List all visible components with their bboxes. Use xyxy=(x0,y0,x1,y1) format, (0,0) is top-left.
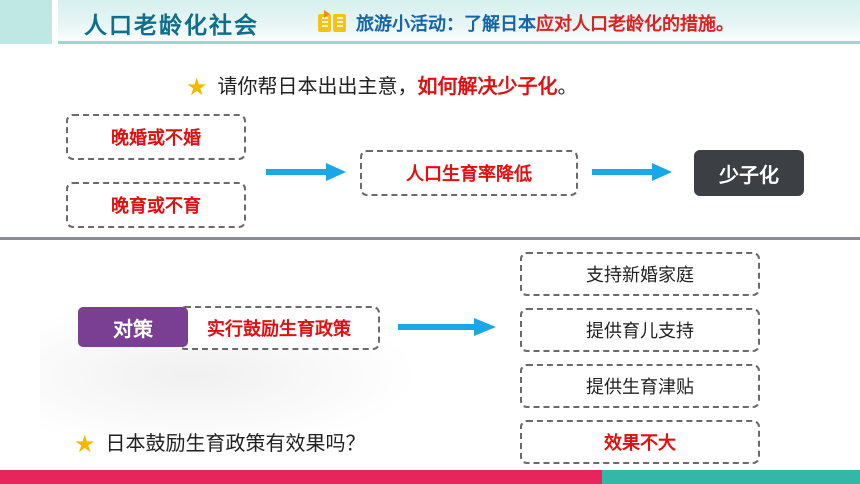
question-1-highlight: 如何解决少子化 xyxy=(417,74,558,98)
result-badge: 少子化 xyxy=(694,150,804,196)
star-icon: ★ xyxy=(186,73,208,101)
question-1-suffix: 。 xyxy=(557,74,578,98)
cause-box-1: 晚婚或不婚 xyxy=(66,114,246,160)
question-2: ★ 日本鼓励生育政策有效果吗？ xyxy=(74,427,366,458)
effect-box: 人口生育率降低 xyxy=(360,150,578,196)
question-2-text: 日本鼓励生育政策有效果吗？ xyxy=(105,431,366,455)
subtitle-red: 应对人口老龄化的措施。 xyxy=(536,14,734,35)
subtitle-blue: 旅游小活动：了解日本 xyxy=(356,14,536,35)
policy-badge: 对策 xyxy=(78,307,188,347)
header-subtitle: 旅游小活动：了解日本应对人口老龄化的措施。 xyxy=(356,10,734,36)
measure-box-2: 提供育儿支持 xyxy=(520,308,760,352)
section-divider xyxy=(0,237,860,240)
star-icon: ★ xyxy=(74,430,96,458)
policy-box: 实行鼓励生育政策 xyxy=(178,306,380,350)
header-rule xyxy=(58,41,860,44)
book-icon xyxy=(318,10,346,32)
header-band xyxy=(0,0,860,44)
question-1-prefix: 请你帮日本出出主意， xyxy=(217,74,418,98)
header-left-block xyxy=(0,0,52,44)
question-1: ★ 请你帮日本出出主意，如何解决少子化。 xyxy=(186,70,578,101)
arrow-right-icon xyxy=(398,318,496,336)
arrow-right-icon xyxy=(266,163,346,181)
header-accent xyxy=(52,0,58,44)
measure-box-3: 提供生育津贴 xyxy=(520,364,760,408)
page-title: 人口老龄化社会 xyxy=(84,13,259,39)
measure-box-1: 支持新婚家庭 xyxy=(520,252,760,296)
arrow-right-icon xyxy=(592,163,672,181)
cause-box-2: 晚育或不育 xyxy=(66,182,246,228)
outcome-box: 效果不大 xyxy=(520,420,760,464)
footer-band xyxy=(0,470,860,484)
